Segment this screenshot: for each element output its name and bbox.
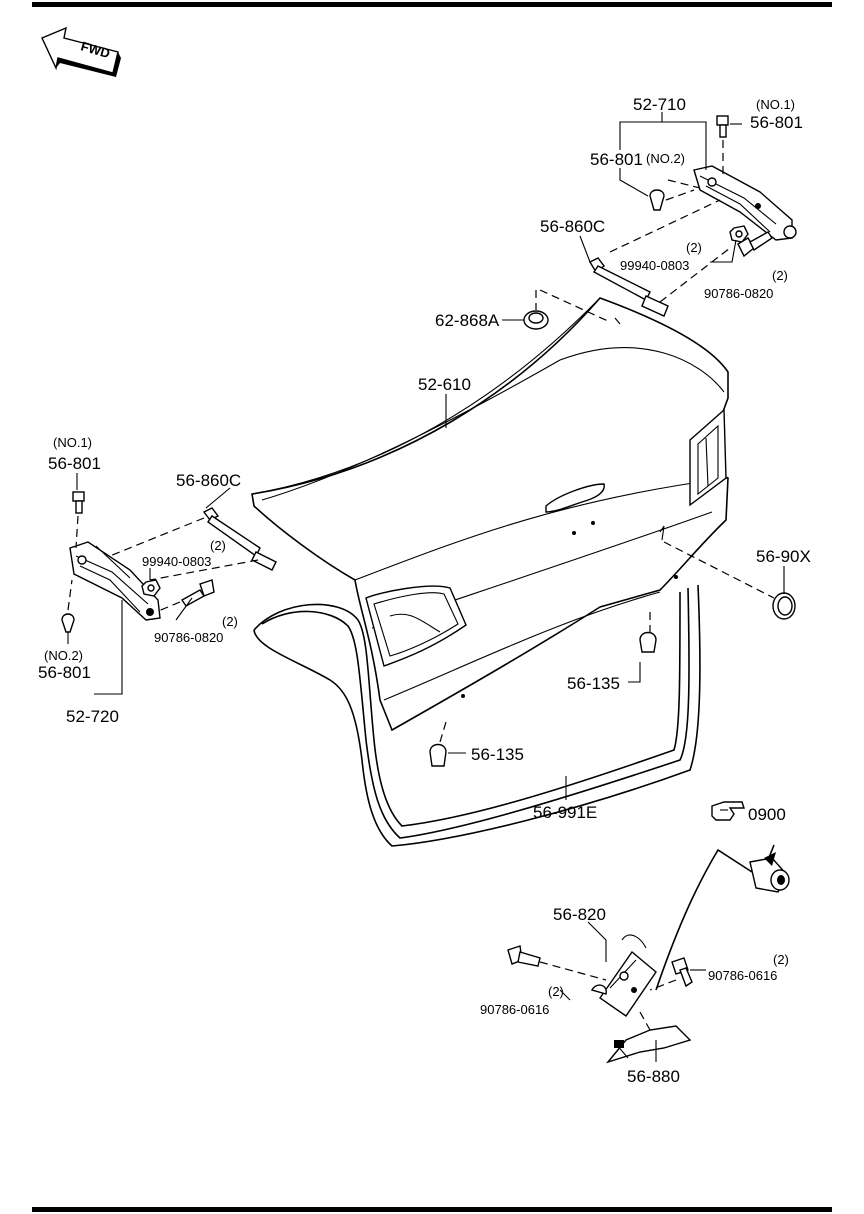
bottom-rule bbox=[32, 1207, 832, 1212]
label-56-801-no1-top: 56-801 bbox=[750, 113, 803, 132]
bolt-56-801-no1-left bbox=[72, 491, 85, 514]
label-56-801-no1-left: 56-801 bbox=[48, 454, 101, 473]
plug-62-868a bbox=[523, 310, 549, 330]
clip-56-801-no2-top bbox=[649, 189, 665, 211]
label-99940-0803-left: 99940-0803 bbox=[142, 554, 211, 569]
label-52-710: 52-710 bbox=[633, 95, 686, 114]
label-56-801-no2-top: 56-801 bbox=[590, 150, 643, 169]
leader-lines bbox=[67, 112, 785, 1062]
label-56-860c-right: 56-860C bbox=[540, 217, 605, 236]
lock-cylinder bbox=[749, 857, 790, 893]
fwd-arrow-icon: FWD bbox=[41, 26, 121, 77]
label-qty-f: (2) bbox=[548, 984, 564, 999]
nut-99940-0803-left bbox=[141, 579, 161, 597]
label-56-135-b: 56-135 bbox=[471, 745, 524, 764]
top-rule bbox=[32, 2, 832, 7]
bolt-90786-0616-right bbox=[671, 957, 693, 988]
label-52-720: 52-720 bbox=[66, 707, 119, 726]
label-56-860c-left: 56-860C bbox=[176, 471, 241, 490]
label-56-801-no1-top-qualifier: (NO.1) bbox=[756, 97, 795, 112]
hinge-left-52-720 bbox=[69, 541, 161, 621]
label-56-880: 56-880 bbox=[627, 1067, 680, 1086]
label-90786-0820-right: 90786-0820 bbox=[704, 286, 773, 301]
bolt-90786-0820-right bbox=[737, 231, 773, 258]
trunk-lid bbox=[251, 297, 729, 732]
label-56-801-no2-left-qualifier: (NO.2) bbox=[44, 648, 83, 663]
label-56-90x: 56-90X bbox=[756, 547, 811, 566]
clip-56-801-no2-left bbox=[61, 613, 75, 633]
bumper-56-135-a bbox=[639, 631, 657, 653]
label-56-801-no2-top-qualifier: (NO.2) bbox=[646, 151, 685, 166]
pointing-hand-icon bbox=[711, 801, 745, 821]
label-56-991e: 56-991E bbox=[533, 803, 597, 822]
label-qty-c: (2) bbox=[210, 538, 226, 553]
hinge-right-52-710 bbox=[693, 165, 797, 241]
label-56-820: 56-820 bbox=[553, 905, 606, 924]
weatherstrip bbox=[253, 584, 701, 847]
bumper-56-135-b bbox=[429, 743, 447, 767]
gas-strut-56-860c-left bbox=[202, 507, 277, 571]
label-qty-d: (2) bbox=[222, 614, 238, 629]
grommet-56-90x bbox=[772, 592, 796, 620]
bolt-90786-0616-left bbox=[507, 945, 541, 967]
label-99940-0803-right: 99940-0803 bbox=[620, 258, 689, 273]
label-52-610: 52-610 bbox=[418, 375, 471, 394]
label-90786-0616-left: 90786-0616 bbox=[480, 1002, 549, 1017]
label-56-801-no2-left: 56-801 bbox=[38, 663, 91, 682]
label-ref-0900: 0900 bbox=[748, 805, 786, 824]
label-56-801-no1-left-qualifier: (NO.1) bbox=[53, 435, 92, 450]
bolt-90786-0820-left bbox=[180, 579, 215, 607]
label-90786-0820-left: 90786-0820 bbox=[154, 630, 223, 645]
gas-strut-56-860c-right bbox=[589, 257, 669, 317]
latch-56-820 bbox=[590, 934, 657, 1017]
striker-56-880 bbox=[605, 1025, 692, 1064]
label-62-868a: 62-868A bbox=[435, 311, 500, 330]
label-qty-e: (2) bbox=[773, 952, 789, 967]
label-qty-a: (2) bbox=[686, 240, 702, 255]
label-90786-0616-right: 90786-0616 bbox=[708, 968, 777, 983]
label-56-135-a: 56-135 bbox=[567, 674, 620, 693]
label-qty-b: (2) bbox=[772, 268, 788, 283]
bolt-56-801-no1-top bbox=[716, 115, 729, 138]
